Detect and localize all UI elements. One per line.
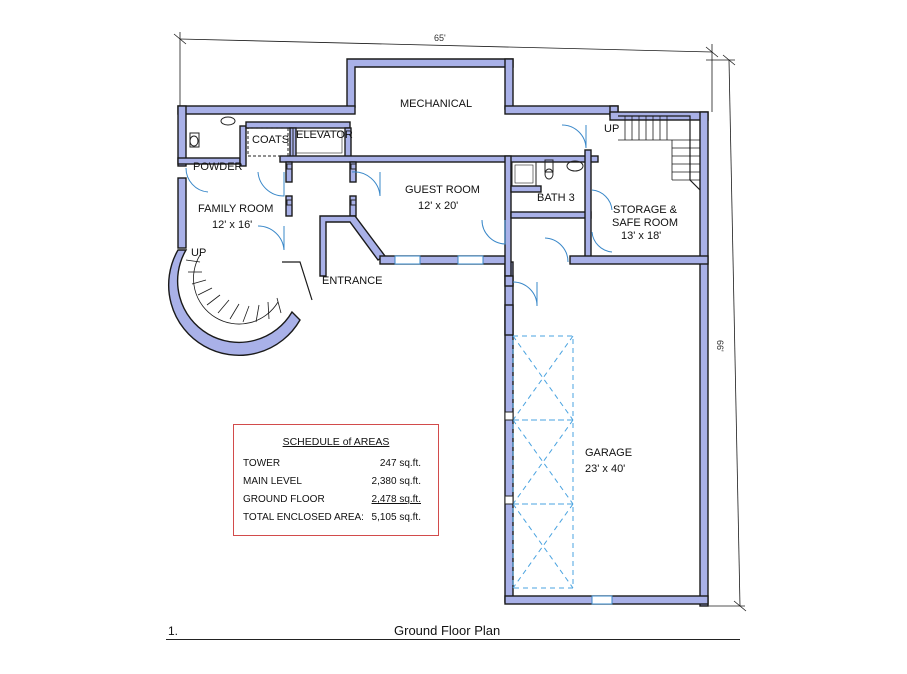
schedule-row: MAIN LEVEL 2,380 sq.ft. xyxy=(234,473,438,491)
title-underline xyxy=(166,639,740,640)
schedule-row: GROUND FLOOR 2,478 sq.ft. xyxy=(234,491,438,509)
right-stair xyxy=(618,115,701,191)
interior-walls xyxy=(177,121,709,336)
tower-stair-up-label: UP xyxy=(191,247,206,259)
schedule-title: SCHEDULE of AREAS xyxy=(282,436,390,448)
family-room-label: FAMILY ROOM xyxy=(198,203,273,215)
fixtures xyxy=(189,116,584,206)
schedule-row-label: TOTAL ENCLOSED AREA: xyxy=(243,512,364,523)
schedule-row: TOTAL ENCLOSED AREA: 5,105 sq.ft. xyxy=(234,509,438,527)
width-dimension-label: 65' xyxy=(434,33,446,43)
rear-stair-up-label: UP xyxy=(604,123,619,135)
schedule-row-value: 5,105 sq.ft. xyxy=(371,512,421,523)
storage-label-line2: SAFE ROOM xyxy=(612,217,678,229)
garage-door-tracks xyxy=(504,335,574,589)
dimension-lines xyxy=(173,32,747,612)
entrance-label: ENTRANCE xyxy=(322,275,383,287)
windows xyxy=(394,255,613,605)
coats-label: COATS xyxy=(252,134,289,146)
schedule-row: TOWER 247 sq.ft. xyxy=(234,455,438,473)
mechanical-label: MECHANICAL xyxy=(400,98,472,110)
height-dimension-label: 66' xyxy=(715,340,725,352)
door-swings xyxy=(185,124,613,307)
schedule-row-value: 247 sq.ft. xyxy=(379,458,421,469)
storage-label-line1: STORAGE & xyxy=(613,204,678,216)
schedule-row-label: GROUND FLOOR xyxy=(243,494,325,505)
schedule-of-areas: SCHEDULE of AREAS TOWER 247 sq.ft. MAIN … xyxy=(233,424,439,536)
storage-size: 13' x 18' xyxy=(621,230,661,242)
guest-room-size: 12' x 20' xyxy=(418,200,458,212)
garage-label: GARAGE xyxy=(585,447,632,459)
elevator-label: ELEVATOR xyxy=(296,129,353,141)
garage-size: 23' x 40' xyxy=(585,463,625,475)
round-stair-tower xyxy=(168,249,313,356)
schedule-row-label: MAIN LEVEL xyxy=(243,476,302,487)
schedule-row-value: 2,380 sq.ft. xyxy=(371,476,421,487)
powder-label: POWDER xyxy=(193,161,243,173)
bath-label: BATH 3 xyxy=(537,192,575,204)
guest-room-label: GUEST ROOM xyxy=(405,184,480,196)
drawing-number: 1. xyxy=(168,624,179,638)
schedule-row-value: 2,478 sq.ft. xyxy=(371,494,421,505)
family-room-size: 12' x 16' xyxy=(212,219,252,231)
schedule-row-label: TOWER xyxy=(243,458,281,469)
drawing-title: Ground Floor Plan xyxy=(394,623,501,638)
